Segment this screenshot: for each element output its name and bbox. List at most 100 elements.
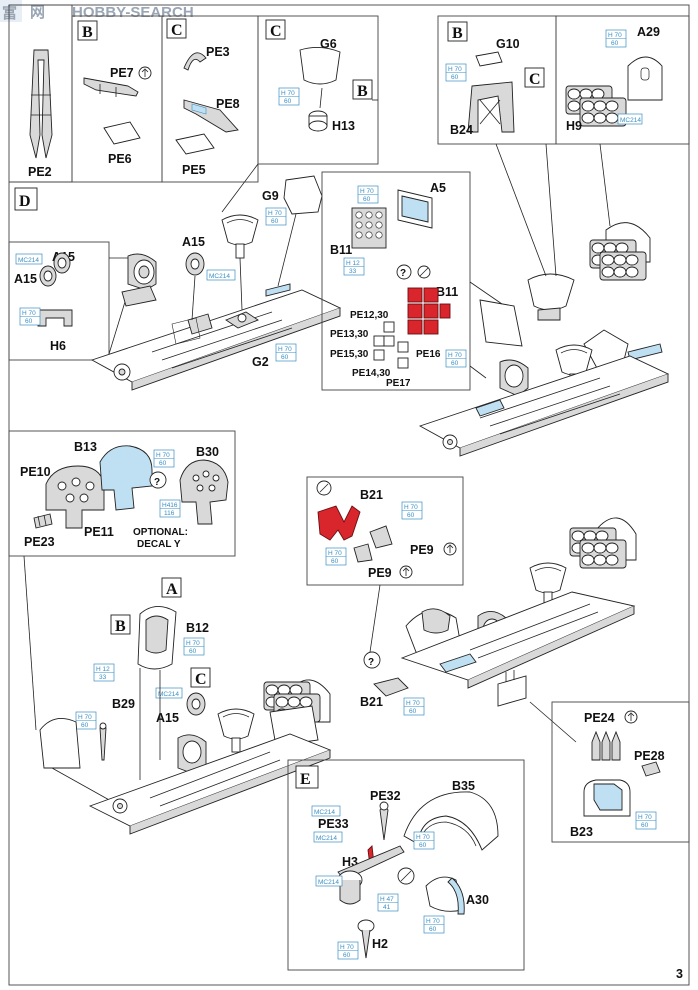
part-label-pe14: PE14,30 (352, 368, 391, 379)
part-label-b29: B29 (112, 697, 135, 711)
question-symbol: ? (368, 657, 374, 668)
paint-code-60: 60 (281, 354, 289, 361)
part-label-b11-b: B11 (436, 285, 458, 299)
paint-code-60: 60 (429, 926, 437, 933)
watermark-cn-text2: 网 (30, 4, 45, 21)
paint-code-h70: H 70 (156, 452, 170, 459)
step-letter-b4: B (115, 618, 126, 635)
paint-code-h70: H 70 (404, 504, 418, 511)
paint-code-h70: H 70 (448, 352, 462, 359)
paint-code-h70: H 70 (78, 714, 92, 721)
part-label-g2: G2 (252, 355, 269, 369)
part-label-b12: B12 (186, 621, 209, 635)
paint-code-60: 60 (25, 318, 33, 325)
step-letter-b: B (82, 24, 93, 41)
part-label-pe5: PE5 (182, 163, 206, 177)
question-icon (149, 471, 167, 489)
watermark-site-text: HOBBY-SEARCH (72, 4, 194, 21)
panel-pe24: PE24 PE28 B23 H 70 60 (551, 701, 690, 843)
paint-code-mc214: MC214 (316, 835, 337, 842)
paint-code-41: 41 (383, 904, 391, 911)
assembly-middle-right: ? B21 H 70 60 (360, 517, 637, 743)
paint-code-h70: H 70 (22, 310, 36, 317)
part-label-b23: B23 (570, 825, 593, 839)
part-label-pe6: PE6 (108, 152, 132, 166)
paint-code-60: 60 (451, 360, 459, 367)
question-icon (396, 264, 412, 280)
paint-code-h12: H 12 (346, 260, 360, 267)
paint-code-60: 60 (409, 708, 417, 715)
paint-code-h70: H 70 (416, 834, 430, 841)
paint-code-h70: H 70 (186, 640, 200, 647)
paint-code-h70: H 70 (406, 700, 420, 707)
part-label-b21-b: B21 (360, 695, 383, 709)
paint-code-mc214: MC214 (209, 273, 230, 280)
step-letter-e: E (300, 771, 311, 788)
part-label-b11-a: B11 (330, 243, 352, 257)
paint-code-mc214: MC214 (620, 117, 641, 124)
assembly-d-floor: A15 MC214 G9 H 70 60 G2 H 70 60 (91, 99, 378, 391)
paint-code-60: 60 (407, 512, 415, 519)
paint-code-60: 60 (363, 196, 371, 203)
paint-code-h70: H 70 (638, 814, 652, 821)
part-label-a15-mid: A15 (182, 235, 205, 249)
part-label-pe11: PE11 (84, 525, 114, 539)
step-letter-c: C (171, 22, 183, 39)
part-label-h2: H2 (372, 937, 388, 951)
part-label-pe10: PE10 (20, 465, 51, 479)
paint-code-60: 60 (611, 40, 619, 47)
paint-code-h416: H416 (162, 502, 178, 509)
optional-note-line1: OPTIONAL: (133, 527, 188, 538)
paint-code-mc214: MC214 (158, 691, 179, 698)
paint-code-mc214: MC214 (18, 257, 39, 264)
part-label-a5: A5 (430, 181, 446, 195)
part-label-b30: B30 (196, 445, 219, 459)
paint-code-mc214: MC214 (314, 809, 335, 816)
panel-c-g6: C G6 H13 B H 70 60 (257, 15, 379, 165)
page-number: 3 (676, 967, 683, 981)
part-label-h9: H9 (566, 119, 582, 133)
part-label-a15-bottom: A15 (156, 711, 179, 725)
part-label-h13: H13 (332, 119, 355, 133)
part-label-pe8: PE8 (216, 97, 240, 111)
step-letter-a: A (166, 581, 178, 598)
panel-b13-b30: B13 B30 PE10 PE23 PE11 H 70 60 ? H416 11… (8, 430, 236, 557)
paint-code-h12: H 12 (96, 666, 110, 673)
paint-code-60: 60 (331, 558, 339, 565)
part-label-pe9-a: PE9 (410, 543, 434, 557)
paint-code-mc214: MC214 (318, 879, 339, 886)
part-label-pe13: PE13,30 (330, 329, 369, 340)
part-label-pe23: PE23 (24, 535, 55, 549)
part-label-pe15: PE15,30 (330, 349, 369, 360)
part-label-b21-a: B21 (360, 488, 383, 502)
part-label-h6: H6 (50, 339, 66, 353)
paint-code-33: 33 (99, 674, 107, 681)
part-label-pe16: PE16 (416, 349, 441, 360)
part-label-pe24: PE24 (584, 711, 615, 725)
paint-code-h70: H 70 (278, 346, 292, 353)
part-label-g10: G10 (496, 37, 520, 51)
paint-code-h70: H 70 (281, 90, 295, 97)
part-label-b24: B24 (450, 123, 473, 137)
step-letter-c2: C (270, 23, 282, 40)
part-label-a15-left-b: A15 (14, 272, 37, 286)
part-label-a30: A30 (466, 893, 489, 907)
paint-code-h70: H 70 (360, 188, 374, 195)
part-label-pe3: PE3 (206, 45, 230, 59)
optional-note-line2: DECAL Y (137, 539, 181, 550)
paint-code-h70: H 70 (340, 944, 354, 951)
paint-code-h47: H 47 (380, 896, 394, 903)
step-letter-d: D (19, 193, 31, 210)
watermark: 富 网 HOBBY-SEARCH (0, 0, 194, 22)
step-letter-c4: C (195, 671, 207, 688)
paint-code-60: 60 (284, 98, 292, 105)
part-label-pe17: PE17 (386, 378, 411, 389)
red-instrument-panel (407, 287, 451, 335)
part-label-pe33: PE33 (318, 817, 349, 831)
paint-code-h70: H 70 (608, 32, 622, 39)
paint-code-60: 60 (451, 74, 459, 81)
paint-code-33: 33 (349, 268, 357, 275)
paint-code-60: 60 (419, 842, 427, 849)
step-letter-b3: B (452, 25, 463, 42)
